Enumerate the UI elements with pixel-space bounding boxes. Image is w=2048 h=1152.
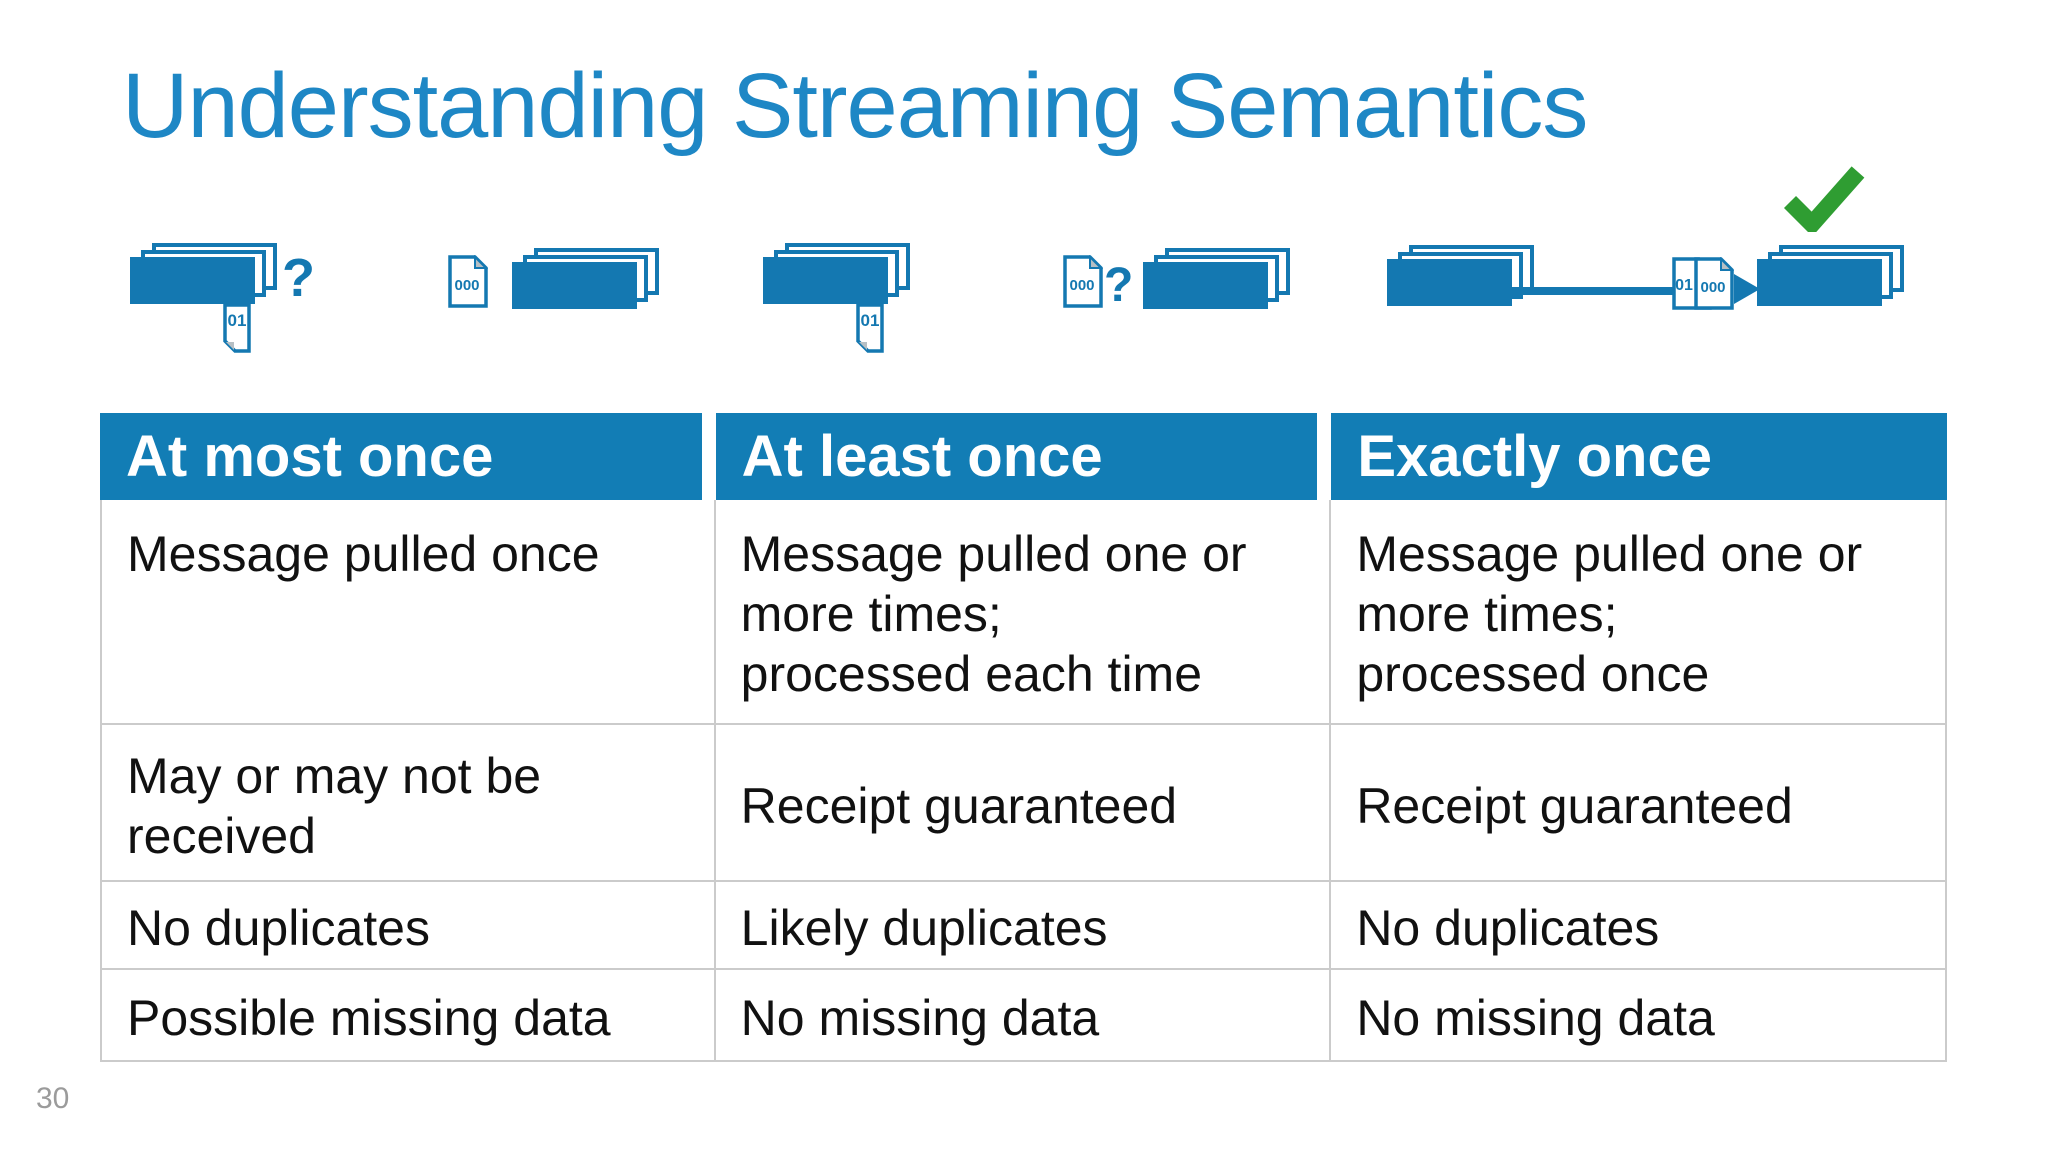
message-stack-icon (512, 248, 659, 309)
document-000-icon: 000 (1063, 255, 1103, 308)
semantics-table: At most once At least once Exactly once … (100, 413, 1947, 1062)
question-mark-icon: ? (282, 248, 315, 308)
page-title: Understanding Streaming Semantics (122, 55, 1588, 157)
document-000-icon: 000 (1694, 257, 1734, 310)
table-cell: No duplicates (100, 882, 716, 970)
table-cell: Likely duplicates (715, 882, 1332, 970)
message-stack-icon (1757, 245, 1904, 306)
message-stack-icon (1387, 245, 1534, 306)
message-card (763, 257, 888, 304)
message-card (1757, 259, 1882, 306)
table-header-exactly-once: Exactly once (1331, 413, 1947, 500)
table-cell: Receipt guaranteed (1331, 725, 1947, 882)
arrow-right-icon (1734, 274, 1760, 304)
table-header-at-least-once: At least once (715, 413, 1332, 500)
checkmark-icon (1783, 166, 1865, 232)
table-cell: Receipt guaranteed (715, 725, 1332, 882)
page-number: 30 (36, 1082, 70, 1115)
message-stack-icon (130, 243, 277, 304)
dropped-message-01-icon: 01 (223, 303, 251, 353)
connector-line (1508, 287, 1686, 295)
table-cell: No missing data (715, 970, 1332, 1062)
document-000-icon: 000 (448, 255, 488, 308)
table-cell: No missing data (1331, 970, 1947, 1062)
message-stack-icon (763, 243, 910, 304)
table-cell: Message pulled one or more times; proces… (715, 500, 1332, 725)
message-card (1387, 259, 1512, 306)
svg-text:000: 000 (1700, 279, 1725, 296)
message-card (130, 257, 255, 304)
message-stack-icon (1143, 248, 1290, 309)
svg-text:01: 01 (861, 311, 880, 330)
table-header-at-most-once: At most once (100, 413, 716, 500)
table-cell: Possible missing data (100, 970, 716, 1062)
svg-text:000: 000 (1069, 277, 1094, 294)
table-cell: May or may not be received (100, 725, 716, 882)
table-cell: Message pulled once (100, 500, 716, 725)
svg-text:01: 01 (1675, 277, 1693, 294)
question-mark-icon: ? (1104, 259, 1134, 312)
table-cell: Message pulled one or more times; proces… (1331, 500, 1947, 725)
message-card (1143, 262, 1268, 309)
message-card (512, 262, 637, 309)
table-cell: No duplicates (1331, 882, 1947, 970)
dropped-message-01-icon: 01 (856, 303, 884, 353)
svg-text:000: 000 (454, 277, 479, 294)
svg-text:01: 01 (228, 311, 247, 330)
